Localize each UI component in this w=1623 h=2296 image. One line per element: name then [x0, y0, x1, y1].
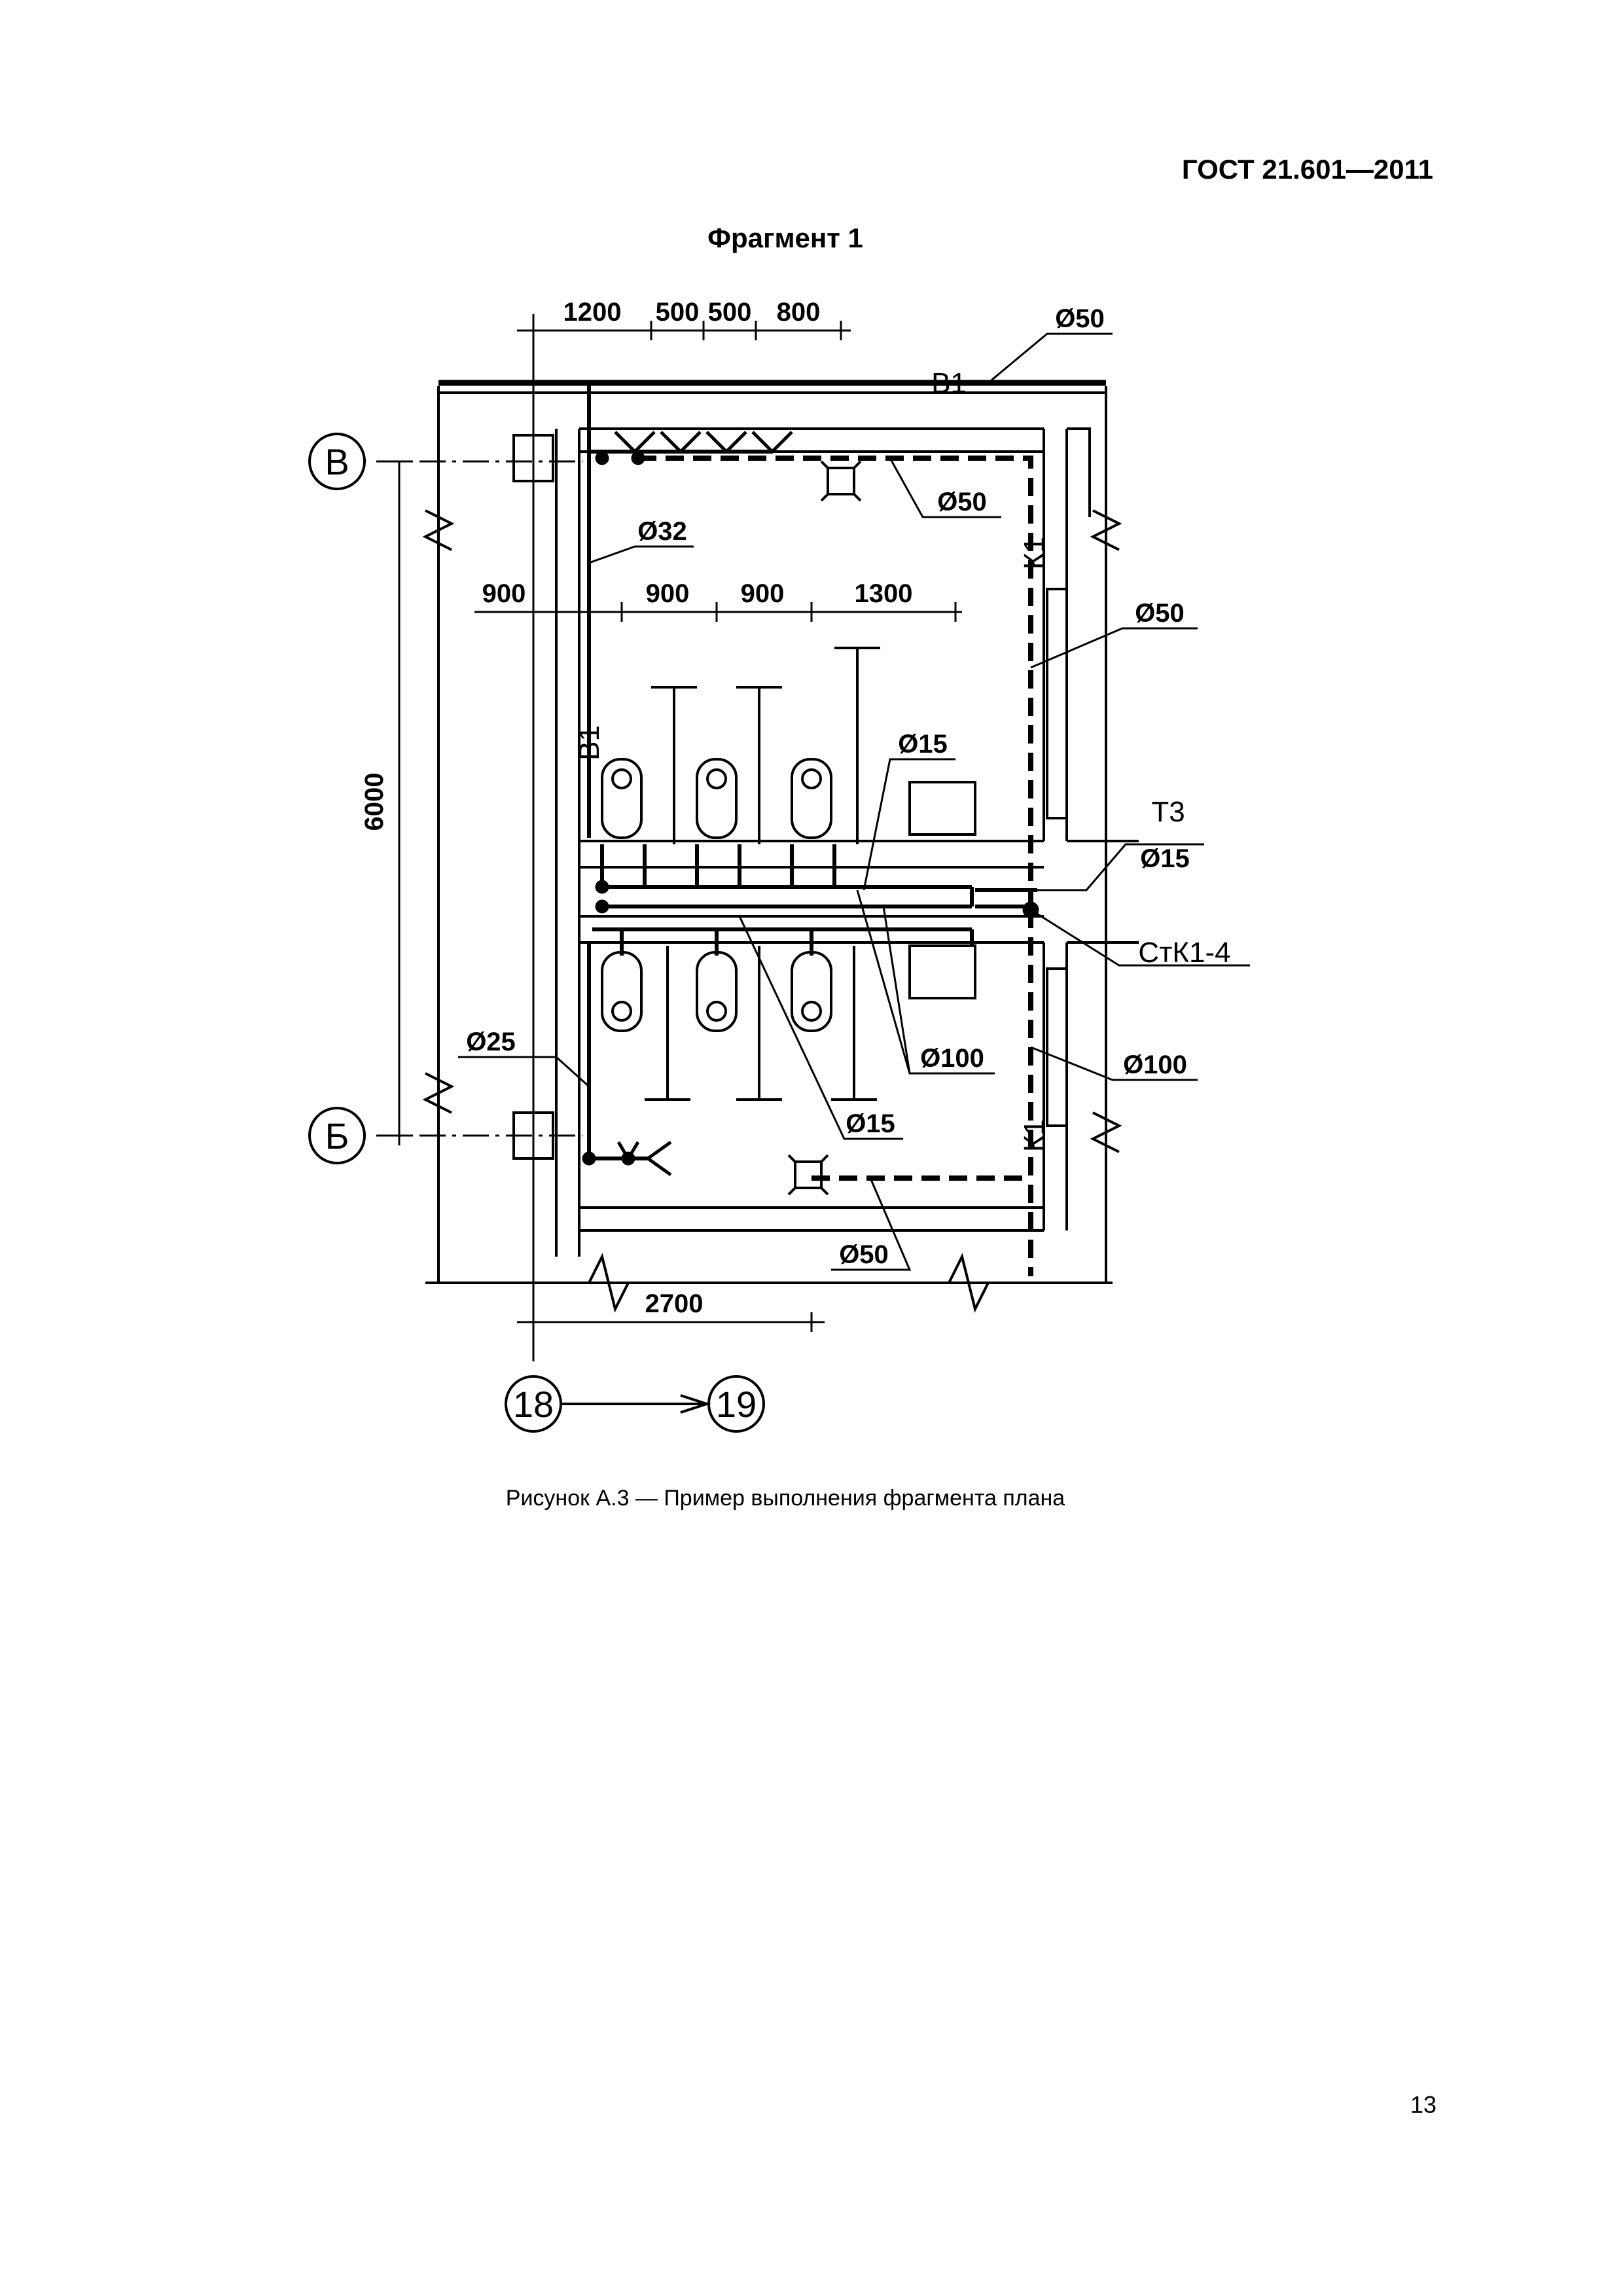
pipe-distribution	[592, 844, 972, 931]
break-mark-right-top	[1090, 509, 1122, 551]
diameter-d25: Ø25	[466, 1028, 516, 1056]
dim-top-500-b: 500	[708, 298, 752, 327]
dim-mid-900-b: 900	[646, 579, 690, 608]
leader-d32	[588, 545, 694, 564]
leader-d50-bottom	[831, 1177, 912, 1271]
break-mark-right-bottom	[1090, 1111, 1122, 1153]
node-dist-1	[595, 880, 609, 894]
leader-d15-bottom	[738, 916, 903, 1140]
axis-arrow-18-19	[561, 1394, 711, 1414]
table-symbols-top	[651, 647, 880, 844]
floor-drain-top	[820, 460, 862, 502]
axis-label-19: 19	[716, 1384, 757, 1425]
break-mark-left-bottom	[422, 1072, 455, 1114]
wall-room-left	[555, 429, 580, 1257]
table-symbols-bottom	[645, 946, 877, 1101]
wall-ext-right	[1067, 427, 1139, 944]
pipe-label-stk: СтК1-4	[1138, 937, 1230, 969]
leader-d100-outer	[1030, 1046, 1198, 1081]
dim-line-top	[517, 321, 851, 340]
leader-stk	[1030, 908, 1250, 967]
dim-top-800: 800	[777, 298, 821, 327]
node-valve-bottom	[621, 1151, 635, 1166]
pipe-k1-top-dashed	[638, 456, 1033, 910]
dim-top-1200: 1200	[563, 298, 622, 327]
axis-bubble-v	[308, 433, 366, 490]
dim-bottom-2700: 2700	[645, 1289, 704, 1318]
axis-label-18: 18	[513, 1384, 554, 1425]
floor-drain-bottom	[787, 1154, 829, 1196]
leader-t3	[1037, 843, 1204, 891]
dim-vertical-6000: 6000	[360, 773, 389, 831]
wall-room-top	[579, 427, 1044, 453]
pipe-label-b1-riser: В1	[573, 725, 605, 761]
pipe-label-t3: Т3	[1151, 796, 1185, 828]
dim-mid-1300: 1300	[855, 579, 913, 608]
dim-line-vertical	[389, 460, 412, 1145]
diameter-d100-outer: Ø100	[1123, 1050, 1187, 1079]
water-heater-top	[908, 781, 976, 836]
leader-d100-inner	[856, 889, 995, 1075]
dim-line-bottom	[517, 1312, 825, 1332]
sink-row-top	[601, 758, 832, 839]
partition-strip	[579, 840, 1044, 944]
pipe-label-k1-top: К1	[1018, 537, 1050, 569]
sink-row-bottom	[601, 951, 832, 1032]
axis-label-v: В	[325, 441, 349, 482]
leader-d50-main	[988, 332, 1113, 384]
valves-top	[614, 431, 793, 454]
dim-mid-900-a: 900	[482, 579, 526, 608]
leader-d50-top-drain	[889, 457, 1001, 518]
break-mark-left-top	[422, 509, 455, 551]
pipe-drain-bottom	[620, 887, 974, 956]
leader-d15-top	[863, 758, 955, 891]
diameter-d100-inner: Ø100	[920, 1044, 984, 1073]
fragment-title: Фрагмент 1	[707, 223, 863, 253]
leader-d50-riser	[1030, 627, 1198, 669]
diameter-d15-t3: Ø15	[1140, 844, 1190, 873]
window-top	[1046, 588, 1068, 819]
dim-top-500-a: 500	[656, 298, 700, 327]
standard-code: ГОСТ 21.601—2011	[1181, 154, 1433, 185]
wall-room-bottom	[579, 1206, 1044, 1232]
pipe-label-b1-main: В1	[931, 367, 967, 399]
diameter-d50-bottom: Ø50	[839, 1240, 889, 1269]
node-dist-2	[595, 899, 609, 914]
pipe-b1-bottom	[587, 942, 648, 1160]
page-number: 13	[1410, 2091, 1436, 2118]
diameter-d15-bottom: Ø15	[846, 1109, 895, 1138]
window-bottom	[1046, 967, 1068, 1127]
dim-mid-900-c: 900	[741, 579, 785, 608]
diameter-d15-top: Ø15	[898, 730, 948, 759]
diameter-d50-top-drain: Ø50	[937, 488, 987, 516]
diameter-d32: Ø32	[637, 517, 687, 546]
diameter-d50-main: Ø50	[1055, 304, 1105, 333]
leader-d25	[458, 1056, 590, 1088]
pipe-k1-bottom-dashed	[812, 910, 1033, 1276]
figure-caption: Рисунок А.3 — Пример выполнения фрагмент…	[505, 1486, 1065, 1511]
node-b1-bottom	[582, 1151, 596, 1166]
diameter-d50-riser: Ø50	[1135, 599, 1185, 628]
axis-bubble-b	[308, 1107, 366, 1164]
water-heater-bottom	[908, 944, 976, 999]
node-b1-top	[595, 451, 609, 465]
pipe-label-k1-bottom: К1	[1018, 1119, 1050, 1152]
node-k1-top	[631, 451, 645, 465]
dim-line-mid	[474, 602, 962, 622]
axis-label-b: Б	[325, 1115, 349, 1157]
